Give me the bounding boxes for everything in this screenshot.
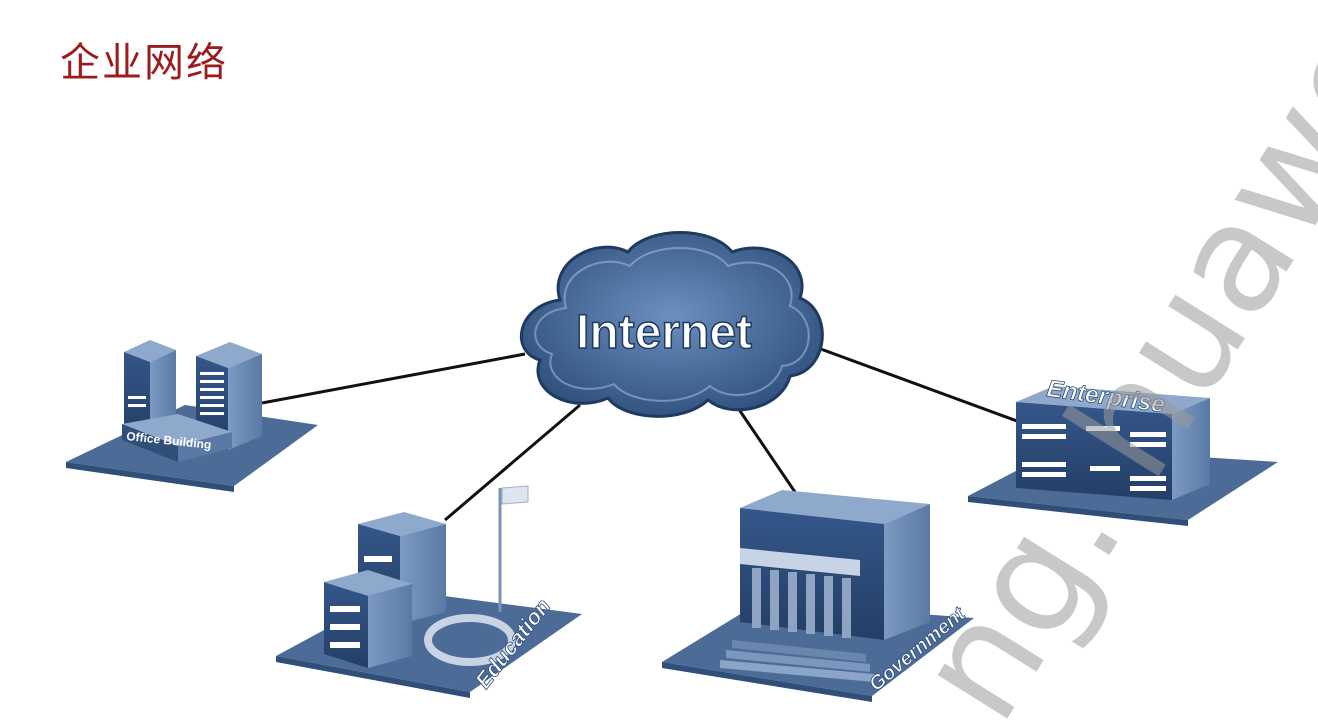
link-education <box>444 403 581 522</box>
cloud-shape <box>519 231 824 418</box>
page-title: 企业网络 <box>60 40 228 86</box>
education-node: Education <box>276 485 582 698</box>
flag-icon <box>501 485 529 505</box>
link-government <box>736 407 797 493</box>
links <box>261 346 1029 522</box>
enterprise-node: Enterprise <box>968 375 1278 526</box>
link-enterprise <box>817 346 1029 427</box>
internet-cloud: Internet <box>519 231 824 418</box>
cloud-outline <box>534 247 810 402</box>
internet-label: Internet <box>576 306 752 359</box>
government-node: Government <box>662 490 974 702</box>
education-track <box>424 614 516 666</box>
watermark-text: ng. huawei <box>883 0 1318 724</box>
link-office <box>261 352 526 405</box>
office-building-node: Office Building <box>66 340 318 492</box>
